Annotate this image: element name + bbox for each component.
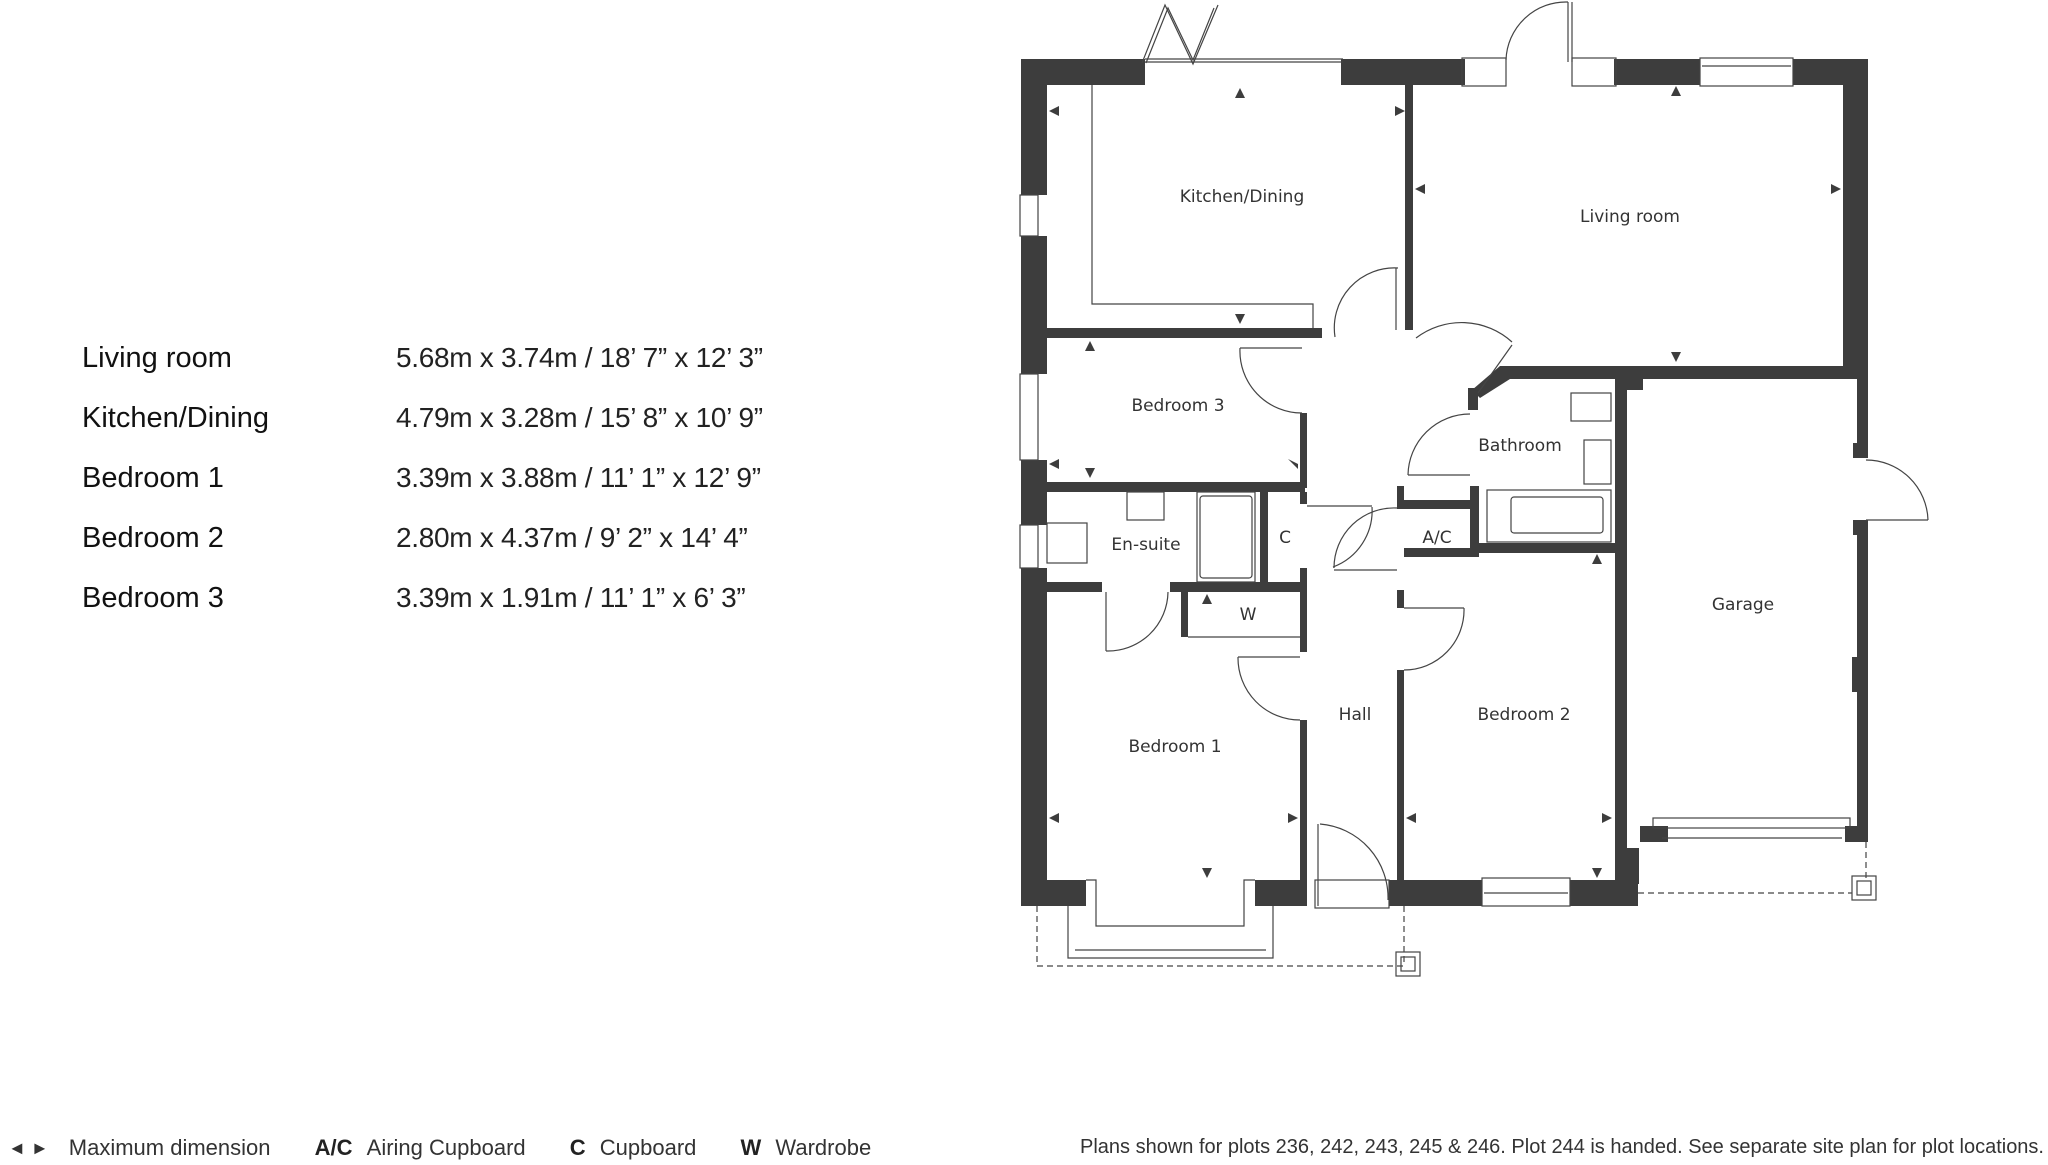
dimension-room-name: Bedroom 1 [82, 462, 224, 494]
dimension-room-size: 3.39m x 1.91m / 11’ 1” x 6’ 3” [396, 582, 746, 613]
dimension-room-size: 5.68m x 3.74m / 18’ 7” x 12’ 3” [396, 342, 763, 373]
room-label-bedroom-3: Bedroom 3 [1131, 396, 1224, 416]
walls [1021, 59, 1868, 906]
arrow-right-icon [1395, 106, 1405, 116]
dimension-room-name: Bedroom 3 [82, 582, 224, 614]
arrow-up-icon [1202, 594, 1212, 604]
room-label-kitchen-dining: Kitchen/Dining [1180, 187, 1305, 207]
arrow-right-icon [1288, 813, 1298, 823]
room-label-hall: Hall [1339, 705, 1372, 725]
dimension-room-size: 2.80m x 4.37m / 9’ 2” x 14’ 4” [396, 522, 748, 553]
room-label-airing-cupboard: A/C [1422, 528, 1451, 548]
arrow-left-icon [1049, 813, 1059, 823]
arrow-right-icon [1288, 459, 1298, 469]
legend-cupboard: Cupboard [599, 1135, 697, 1161]
legend-airing-cupboard: Airing Cupboard [366, 1135, 526, 1161]
room-label-garage: Garage [1712, 595, 1774, 615]
arrow-up-icon [1671, 86, 1681, 96]
arrow-up-icon [1085, 341, 1095, 351]
room-label-bathroom: Bathroom [1478, 436, 1562, 456]
legend-key-ac: A/C [314, 1135, 353, 1161]
room-label-cupboard: C [1279, 528, 1291, 548]
max-dimension-arrows [1049, 86, 1841, 878]
room-label-wardrobe: W [1240, 605, 1257, 625]
dimension-room-name: Living room [82, 342, 232, 374]
arrow-right-icon [1602, 813, 1612, 823]
legend-key-c: C [569, 1135, 586, 1161]
dimension-room-name: Bedroom 2 [82, 522, 224, 554]
arrow-right-icon [1831, 184, 1841, 194]
arrow-down-icon [1202, 868, 1212, 878]
arrow-left-icon [1406, 813, 1416, 823]
legend-max-dimension: Maximum dimension [68, 1135, 271, 1161]
dimension-room-size: 3.39m x 3.88m / 11’ 1” x 12’ 9” [396, 462, 761, 493]
arrow-left-icon [1415, 184, 1425, 194]
legend-key-w: W [740, 1135, 762, 1161]
max-dimension-arrows-icon: ◄ ► [8, 1137, 49, 1158]
room-label-living-room: Living room [1580, 207, 1680, 227]
arrow-down-icon [1592, 868, 1602, 878]
arrow-up-icon [1235, 88, 1245, 98]
arrow-down-icon [1671, 352, 1681, 362]
arrow-up-icon [1592, 554, 1602, 564]
arrow-left-icon [1049, 106, 1059, 116]
dimension-room-name: Kitchen/Dining [82, 402, 269, 434]
arrow-left-icon [1049, 459, 1059, 469]
room-label-en-suite: En-suite [1111, 535, 1180, 555]
room-label-bedroom-2: Bedroom 2 [1477, 705, 1570, 725]
room-label-bedroom-1: Bedroom 1 [1128, 737, 1221, 757]
legend: ◄ ► Maximum dimension A/C Airing Cupboar… [8, 1134, 909, 1161]
plot-footnote: Plans shown for plots 236, 242, 243, 245… [1080, 1136, 2044, 1158]
fixtures-and-openings [1019, 1, 1929, 977]
dimension-room-size: 4.79m x 3.28m / 15’ 8” x 10’ 9” [396, 402, 763, 433]
arrow-down-icon [1235, 314, 1245, 324]
arrow-down-icon [1085, 468, 1095, 478]
legend-wardrobe: Wardrobe [775, 1135, 872, 1161]
